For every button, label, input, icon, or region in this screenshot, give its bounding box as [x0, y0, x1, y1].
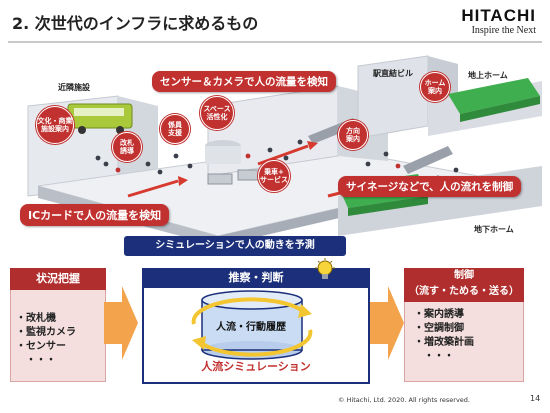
inference-heading: 推察・判断	[142, 268, 370, 288]
control-heading-line1: 制御	[454, 270, 474, 281]
list-item: ・改札機	[16, 313, 56, 324]
callout-sensor-camera: センサー＆カメラで人の流量を検知	[152, 71, 336, 92]
list-item: ・案内誘導	[414, 309, 464, 320]
simulation-banner: シミュレーションで人の動きを予測	[124, 236, 346, 256]
label-platform-below: 地下ホーム	[474, 225, 514, 234]
flow-arrow-right-icon	[370, 286, 404, 360]
copyright: © Hitachi, Ltd. 2020. All rights reserve…	[338, 396, 470, 404]
situation-list: ・改札機 ・監視カメラ ・センサー ・・・	[16, 312, 76, 368]
bubble-space-activation: スペース活性化	[200, 96, 234, 130]
control-heading: 制御 （流す・ためる・送る）	[404, 268, 524, 302]
hitachi-logo: HITACHI Inspire the Next	[461, 7, 536, 37]
logo-wordmark: HITACHI	[461, 6, 536, 25]
control-list: ・案内誘導 ・空調制御 ・増改築計画 ・・・	[414, 308, 474, 364]
list-item: ・・・	[16, 355, 56, 366]
page-number: 14	[530, 394, 541, 403]
list-item: ・センサー	[16, 341, 66, 352]
lightbulb-icon	[315, 258, 335, 279]
label-platform-above: 地上ホーム	[468, 71, 508, 80]
bubble-staff-support: 係員支援	[160, 114, 190, 144]
flow-arrow-right-icon	[104, 286, 138, 360]
station-illustration: 近隣施設 駅直結ビル 地上ホーム 地下ホーム センサー＆カメラで人の流量を検知 …	[8, 46, 542, 258]
list-item: ・増改築計画	[414, 337, 474, 348]
bubble-platform-guide: ホーム案内	[420, 72, 450, 102]
bubble-boarding-service: 乗車+サービス	[258, 160, 290, 192]
label-nearby-facility: 近隣施設	[58, 83, 90, 92]
title-divider	[8, 41, 542, 43]
list-item: ・・・	[414, 351, 454, 362]
situation-heading: 状況把握	[10, 268, 106, 290]
logo-tagline: Inspire the Next	[471, 25, 536, 36]
callout-signage: サイネージなどで、人の流れを制御	[338, 176, 522, 197]
callout-ic-card: ICカードで人の流量を検知	[20, 204, 170, 226]
database-cylinder-icon	[191, 290, 313, 360]
page-title: 2. 次世代のインフラに求めるもの	[12, 14, 259, 33]
bubble-direction-guide: 方向案内	[338, 120, 368, 150]
label-station-building: 駅直結ビル	[373, 69, 413, 78]
control-heading-line2: （流す・ためる・送る）	[409, 286, 519, 297]
list-item: ・監視カメラ	[16, 327, 76, 338]
bubble-gate-guide: 改札誘導	[112, 132, 142, 162]
cylinder-label: 人流・行動履歴	[216, 322, 286, 333]
list-item: ・空調制御	[414, 323, 464, 334]
simulation-label: 人流シミュレーション	[201, 360, 311, 373]
bubble-culture-guide: 文化・商業施設案内	[36, 106, 74, 144]
